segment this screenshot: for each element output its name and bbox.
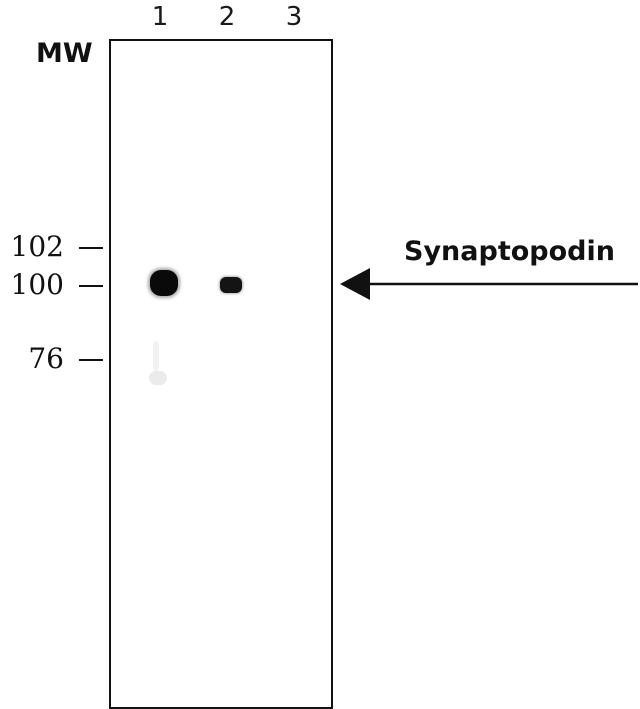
marker-label-100: 100 xyxy=(10,268,64,301)
arrow-left-icon xyxy=(340,268,638,300)
marker-tick-76 xyxy=(79,359,103,361)
marker-label-102: 102 xyxy=(10,230,64,263)
lane-label-2: 2 xyxy=(218,2,236,32)
marker-tick-102 xyxy=(79,247,103,249)
marker-tick-100 xyxy=(79,285,103,287)
faint-smear-lane-1 xyxy=(149,371,167,385)
target-protein-label: Synaptopodin xyxy=(404,236,615,267)
marker-label-76: 76 xyxy=(28,342,64,375)
faint-streak-lane-1 xyxy=(153,341,159,371)
lane-label-3: 3 xyxy=(285,2,303,32)
mw-title: MW xyxy=(36,38,93,69)
blot-membrane xyxy=(109,39,333,709)
lane-label-1: 1 xyxy=(151,2,169,32)
band-lane-1 xyxy=(150,270,178,296)
band-lane-2 xyxy=(220,277,242,293)
